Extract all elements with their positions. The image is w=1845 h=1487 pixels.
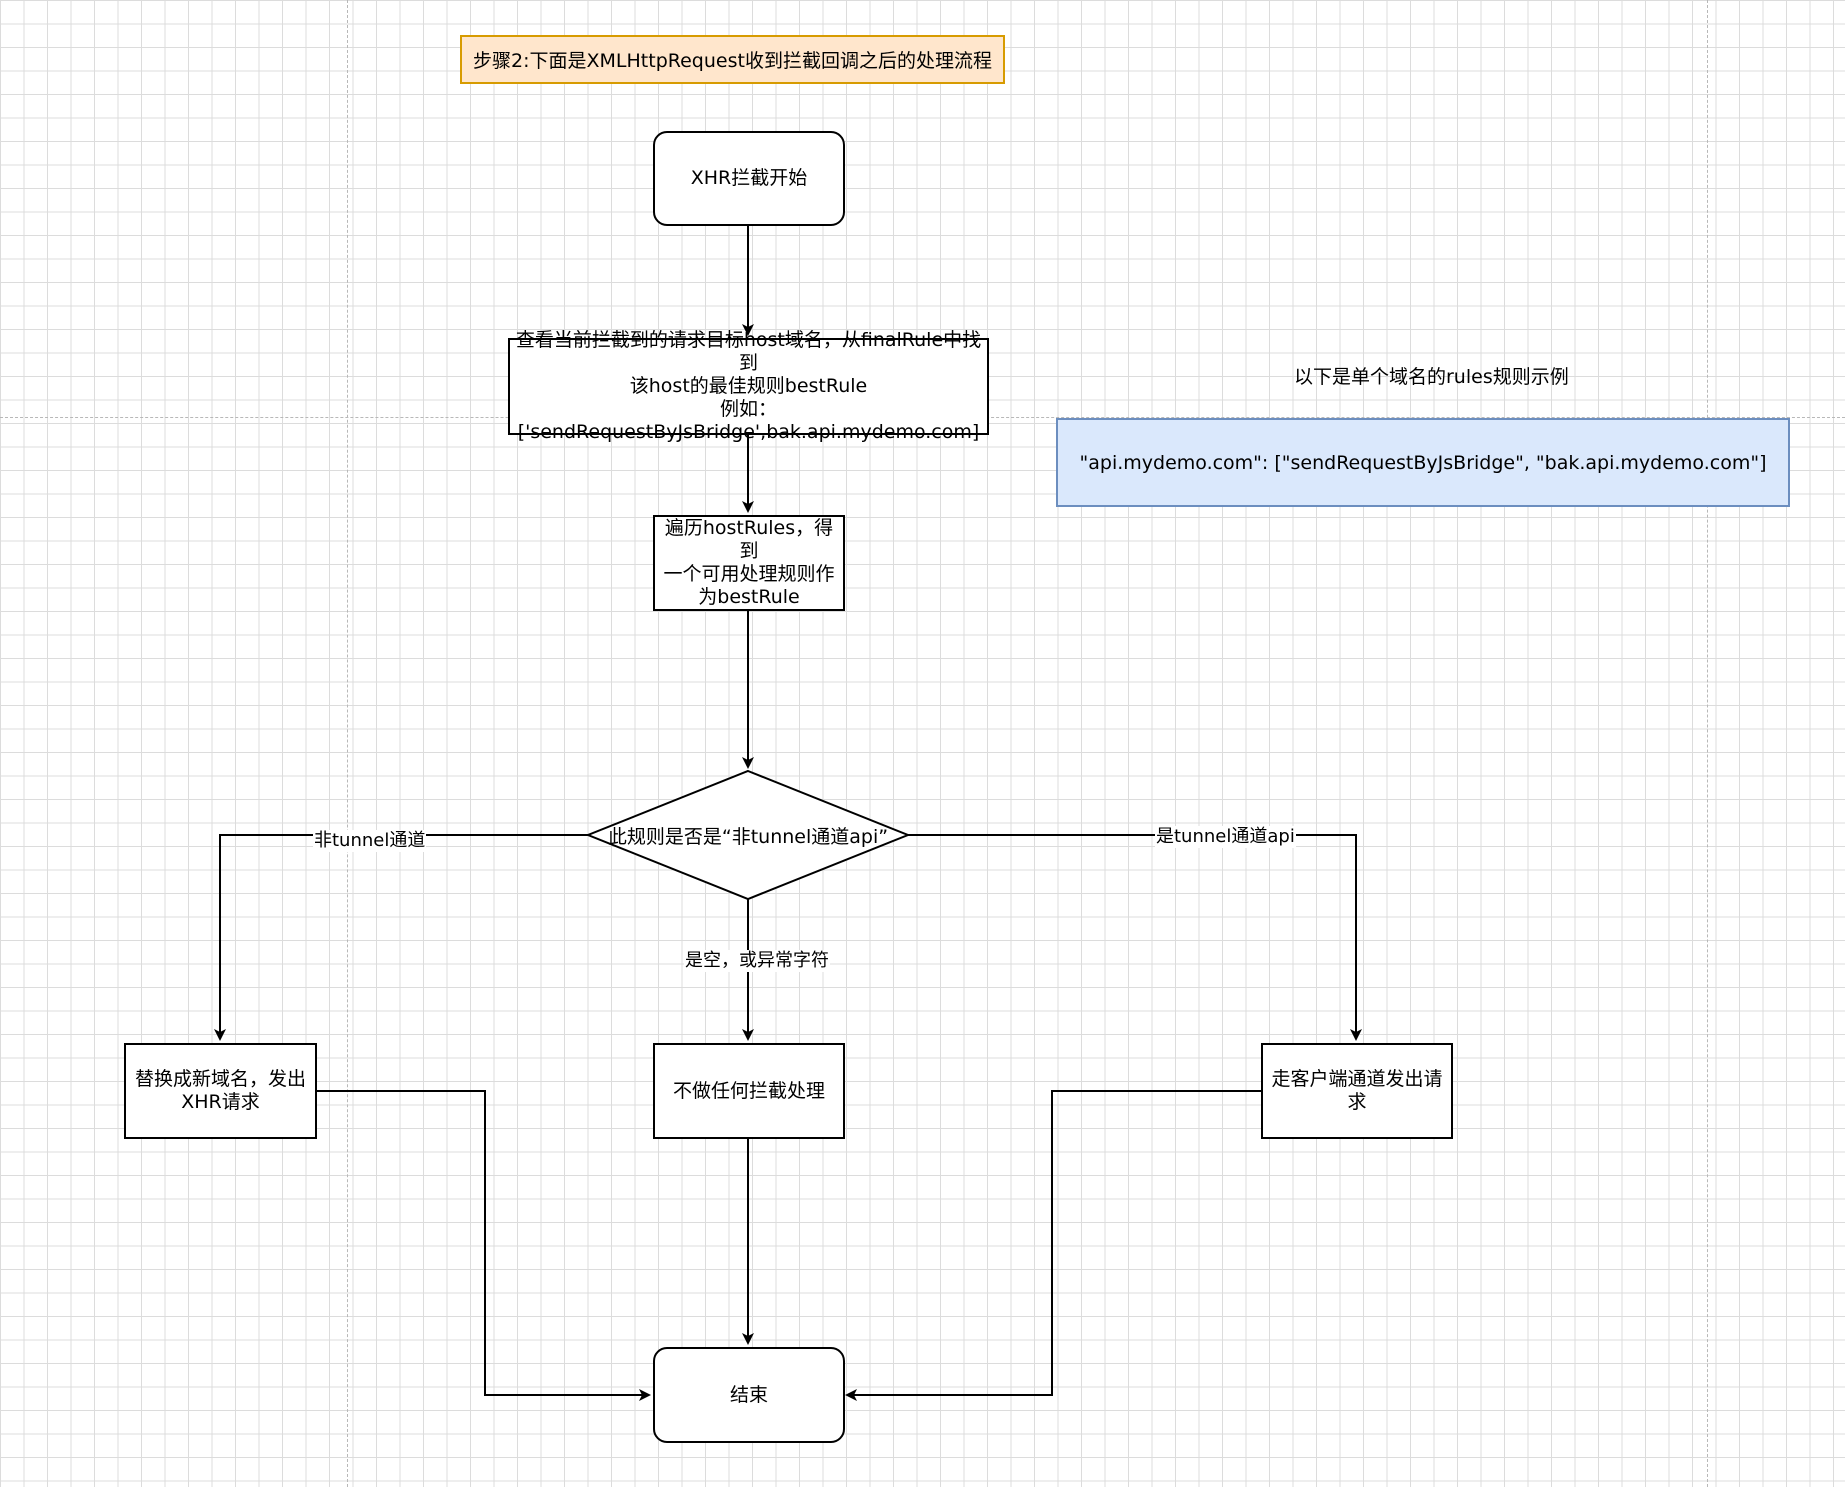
lookup-rule-line-2: 该host的最佳规则bestRule	[629, 375, 868, 397]
edge-label-tunnel-api: 是tunnel通道api	[1155, 826, 1296, 848]
iterate-line-1: 遍历hostRules，得到	[664, 517, 834, 562]
end-node: 结束	[653, 1347, 845, 1443]
client-line-1: 走客户端通道发出请	[1271, 1068, 1443, 1090]
edge-client-to-end	[845, 1090, 1261, 1401]
replace-line-1: 替换成新域名，发出	[134, 1068, 306, 1090]
decision-node-label: 此规则是否是“非tunnel通道api”	[607, 825, 889, 848]
replace-domain-node: 替换成新域名，发出 XHR请求	[124, 1043, 317, 1139]
iterate-line-3: 为bestRule	[698, 586, 800, 608]
edge-decision-to-replace	[214, 834, 588, 1041]
client-line-2: 求	[1347, 1091, 1367, 1113]
guide-line-vertical	[347, 0, 348, 1487]
iterate-line-2: 一个可用处理规则作	[663, 563, 835, 585]
lookup-rule-node: 查看当前拦截到的请求目标host域名，从finalRule中找到 该host的最…	[508, 329, 989, 443]
lookup-rule-line-3: 例如：['sendRequestByJsBridge',bak.api.myde…	[517, 398, 980, 443]
no-intercept-node: 不做任何拦截处理	[653, 1043, 845, 1139]
iterate-host-rules-node: 遍历hostRules，得到 一个可用处理规则作 为bestRule	[653, 515, 845, 611]
decision-diamond-shape	[585, 769, 911, 901]
edge-replace-to-end	[317, 1090, 651, 1401]
edge-label-empty-or-invalid: 是空，或异常字符	[684, 950, 830, 972]
start-node: XHR拦截开始	[653, 131, 845, 226]
client-channel-node: 走客户端通道发出请 求	[1261, 1043, 1453, 1139]
replace-line-2: XHR请求	[181, 1091, 260, 1113]
diagram-title: 步骤2:下面是XMLHttpRequest收到拦截回调之后的处理流程	[460, 35, 1005, 84]
rules-example-box: "api.mydemo.com": ["sendRequestByJsBridg…	[1056, 418, 1790, 507]
lookup-rule-line-1: 查看当前拦截到的请求目标host域名，从finalRule中找到	[515, 329, 982, 374]
rules-example-heading: 以下是单个域名的rules规则示例	[1294, 366, 1569, 388]
edge-decision-to-client	[908, 834, 1362, 1041]
guide-line-vertical	[1707, 0, 1708, 1487]
edge-label-non-tunnel: 非tunnel通道	[313, 830, 427, 852]
